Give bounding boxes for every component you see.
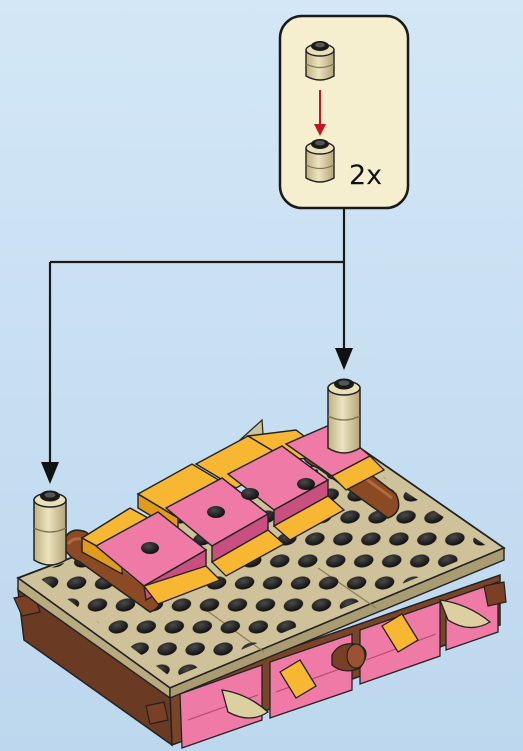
quantity-label: 2x — [349, 160, 382, 191]
placed-part-right — [328, 379, 360, 454]
callout-part-bottom — [306, 139, 334, 182]
callout-part-top — [306, 41, 334, 80]
callout-box — [280, 16, 408, 208]
parts-callout — [280, 16, 408, 208]
placed-part-left — [34, 491, 66, 566]
